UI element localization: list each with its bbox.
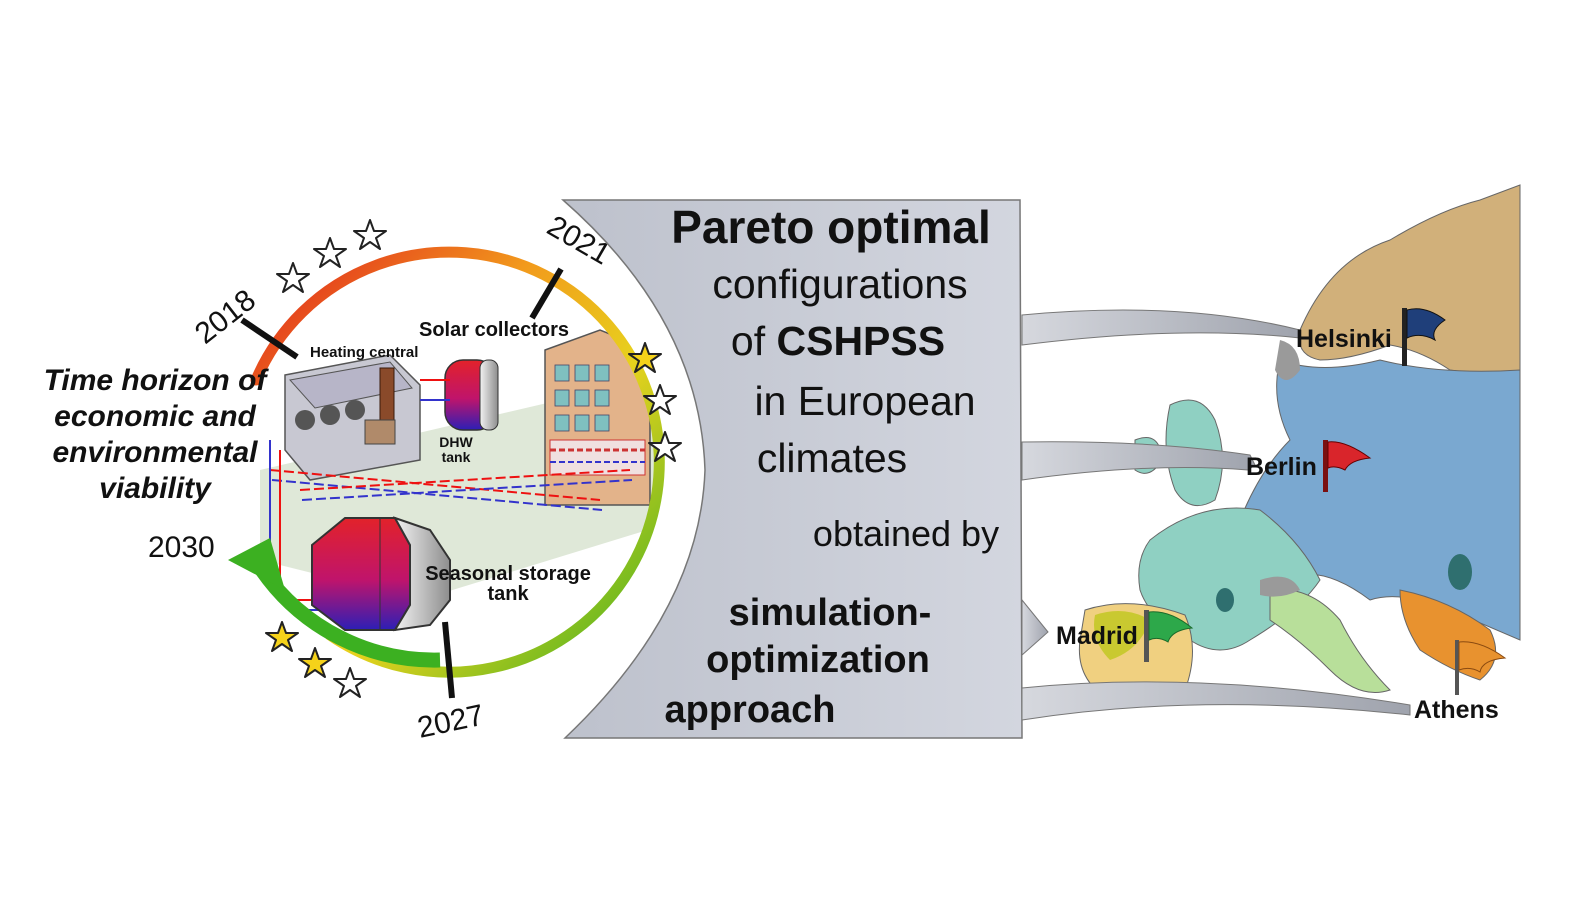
heading-line: viability <box>99 472 212 505</box>
system-illustration <box>238 245 658 665</box>
year-2018: 2018 <box>189 283 262 350</box>
city-label-berlin: Berlin <box>1246 453 1317 481</box>
center-line: of CSHPSS <box>731 318 945 364</box>
center-line-part: of <box>731 318 777 364</box>
dhw-tank <box>444 359 499 431</box>
heading-line: economic and <box>54 400 256 433</box>
center-panel <box>561 199 1023 739</box>
star-outline <box>313 237 347 268</box>
center-line: simulation- <box>729 592 932 634</box>
arrow-to-athens <box>1021 681 1411 721</box>
label-seasonal-storage: Seasonal storage <box>425 563 591 585</box>
cycle-arrowhead <box>228 538 285 590</box>
europe-climate-map: Helsinki Berlin Madrid Athens <box>1021 184 1521 724</box>
city-label-athens: Athens <box>1414 696 1499 724</box>
city-label-madrid: Madrid <box>1056 622 1138 650</box>
arrow-to-berlin <box>1021 441 1256 481</box>
star-outline <box>333 667 367 698</box>
city-label-helsinki: Helsinki <box>1296 325 1392 353</box>
center-line: Pareto optimal <box>671 201 991 253</box>
left-heading: Time horizon of economic and environment… <box>44 364 270 505</box>
star-outline <box>643 384 677 415</box>
label-heating-central: Heating central <box>310 344 418 361</box>
label-seasonal-tank: tank <box>487 583 529 605</box>
time-horizon-ring <box>228 246 665 699</box>
label-solar-collectors: Solar collectors <box>419 319 569 341</box>
year-2027: 2027 <box>415 699 487 745</box>
arrow-to-helsinki <box>1021 309 1301 346</box>
year-2030: 2030 <box>148 531 215 564</box>
star-filled <box>265 621 299 652</box>
center-line: optimization <box>706 639 930 681</box>
arrow-to-madrid <box>1021 598 1049 657</box>
center-line: configurations <box>712 261 967 307</box>
center-line: approach <box>664 689 835 731</box>
label-dhw-tank: tank <box>442 449 471 465</box>
center-line: obtained by <box>813 513 999 554</box>
heading-line: environmental <box>52 436 258 469</box>
map-region-north <box>1298 184 1521 381</box>
star-outline <box>276 262 310 293</box>
center-line-bold: CSHPSS <box>776 318 945 364</box>
seasonal-storage-tank <box>311 516 451 632</box>
heating-central-building <box>284 354 421 481</box>
flag-madrid <box>1144 610 1194 662</box>
label-dhw: DHW <box>439 434 473 450</box>
flag-berlin <box>1323 440 1372 492</box>
center-line: in European <box>754 378 975 424</box>
rating-stars <box>265 219 682 698</box>
star-outline <box>648 431 682 462</box>
star-filled <box>628 342 662 373</box>
flag-helsinki <box>1402 308 1446 366</box>
center-line: climates <box>757 435 907 481</box>
heading-line: Time horizon of <box>44 364 270 397</box>
star-outline <box>353 219 387 250</box>
star-filled <box>298 647 332 678</box>
flag-athens <box>1455 640 1507 695</box>
map-region-mediterranean <box>1269 588 1391 693</box>
center-text: Pareto optimal configurations of CSHPSS … <box>664 201 999 731</box>
